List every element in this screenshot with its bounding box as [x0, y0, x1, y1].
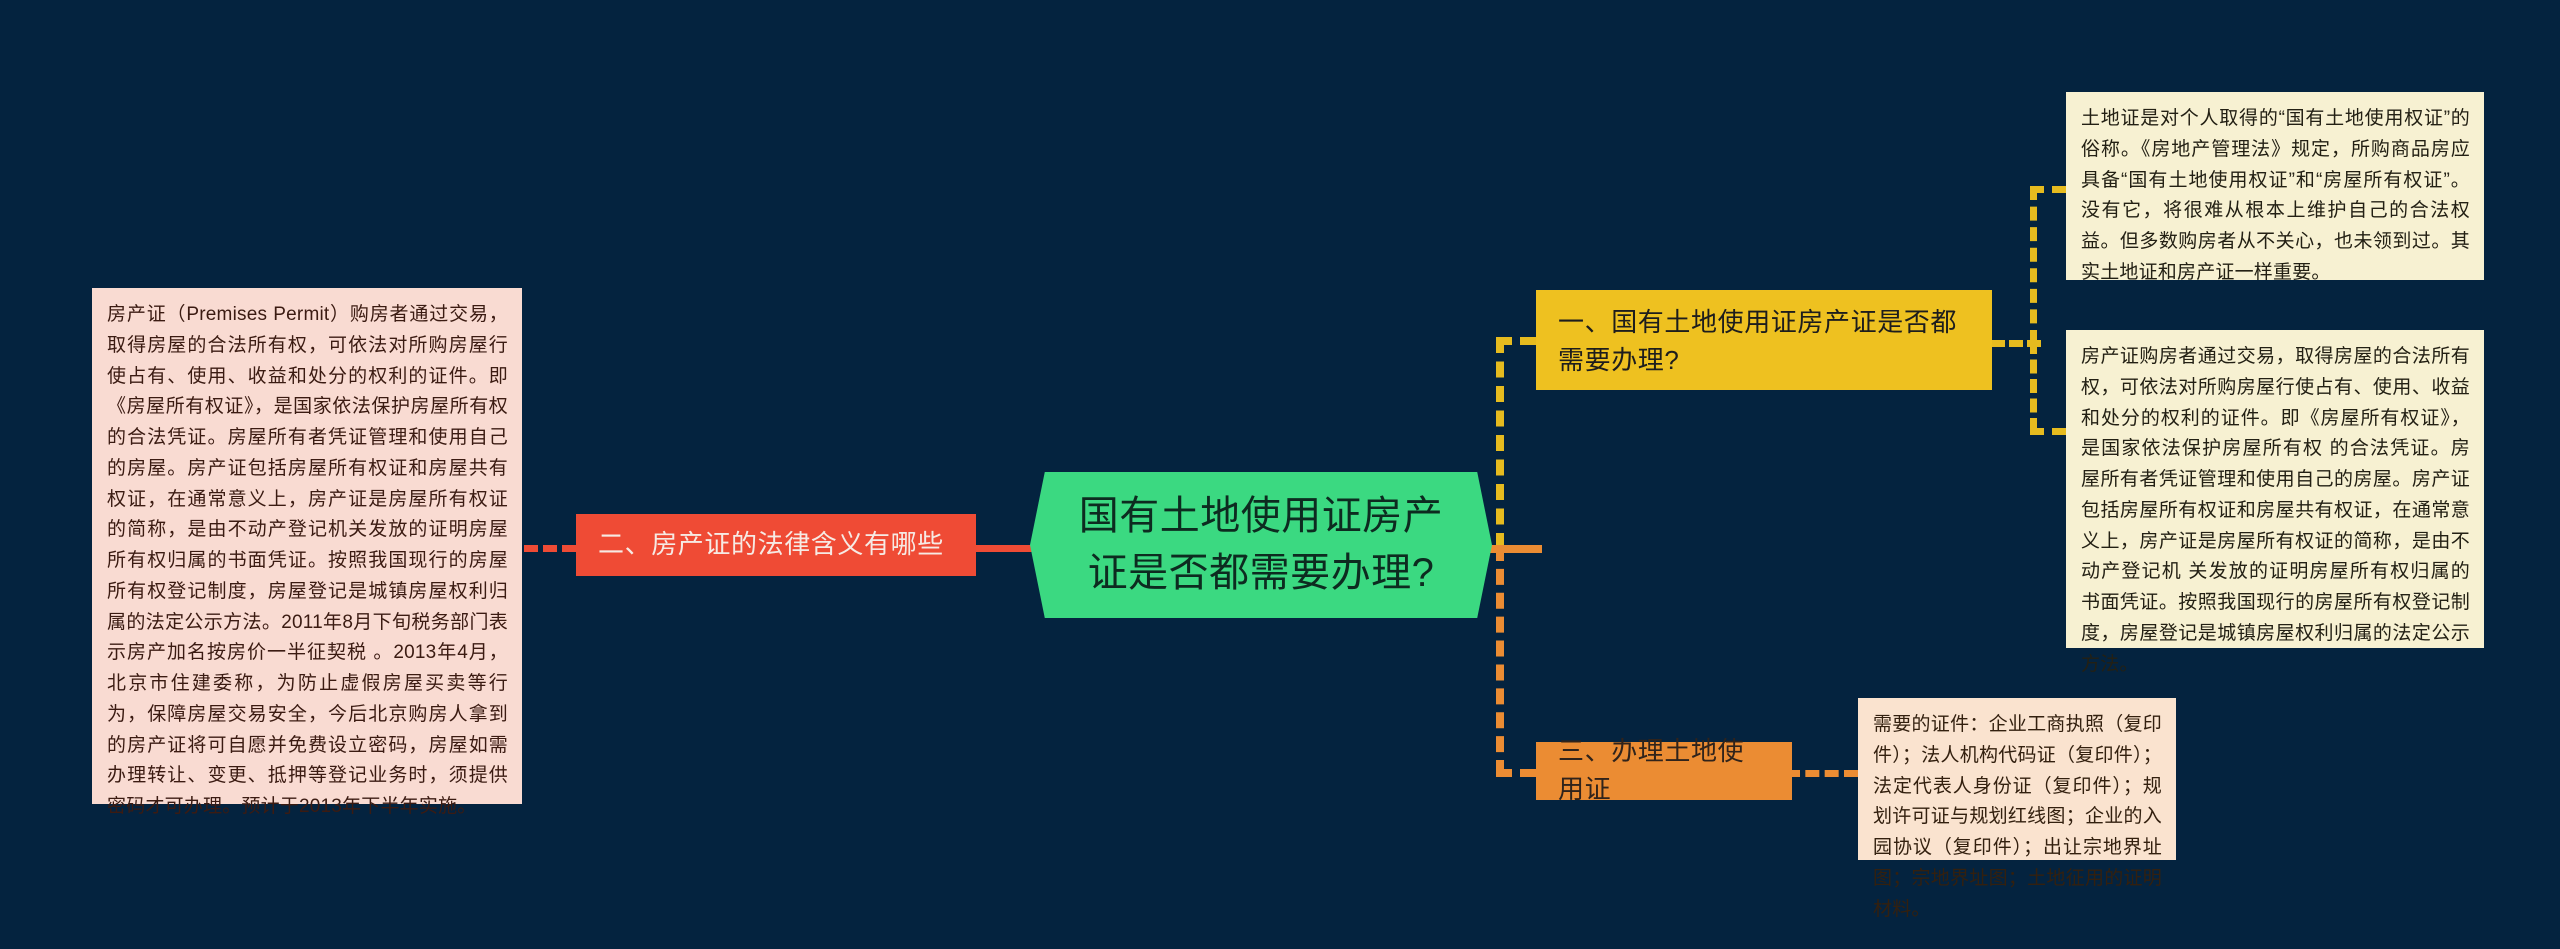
leaf-box-branch-1-a-text: 土地证是对个人取得的“国有土地使用权证”的俗称。《房地产管理法》规定，所购商品房… [2081, 108, 2470, 283]
central-node-label: 国有土地使用证房产证是否都需要办理? [1078, 494, 1444, 595]
connector-junction-to-branch-1-vertical [1496, 337, 1504, 549]
connector-center-to-branch-2 [972, 545, 1034, 552]
branch-node-2[interactable]: 二、房产证的法律含义有哪些 [576, 514, 976, 576]
leaf-box-branch-1-b-text: 房产证购房者通过交易，取得房屋的合法所有权，可依法对所购房屋行使占有、使用、收益… [2081, 346, 2470, 675]
branch-node-3-label: 三、办理土地使用证 [1558, 736, 1745, 804]
leaf-box-branch-1-b[interactable]: 房产证购房者通过交易，取得房屋的合法所有权，可依法对所购房屋行使占有、使用、收益… [2066, 330, 2484, 675]
branch-node-1[interactable]: 一、国有土地使用证房产证是否都需要办理? [1536, 290, 1992, 390]
branch-node-1-label: 一、国有土地使用证房产证是否都需要办理? [1558, 307, 1958, 375]
connector-branch-1-to-leaf-1 [2030, 186, 2066, 193]
leaf-box-branch-1-a[interactable]: 土地证是对个人取得的“国有土地使用权证”的俗称。《房地产管理法》规定，所购商品房… [2066, 92, 2484, 283]
branch-node-2-label: 二、房产证的法律含义有哪些 [598, 529, 944, 560]
branch-node-3[interactable]: 三、办理土地使用证 [1536, 736, 1792, 804]
connector-branch-1-stub [1991, 340, 2041, 347]
connector-junction-to-branch-1-horizontal [1496, 337, 1536, 345]
connector-branch-1-vertical-lower [2030, 340, 2037, 432]
leaf-box-branch-3[interactable]: 需要的证件：企业工商执照（复印件）；法人机构代码证（复印件）；法定代表人身份证（… [1858, 698, 2176, 920]
leaf-box-branch-2[interactable]: 房产证（Premises Permit）购房者通过交易，取得房屋的合法所有权，可… [92, 288, 522, 817]
connector-branch-3-to-leaf [1786, 770, 1858, 777]
connector-junction-to-branch-3-vertical [1496, 545, 1504, 776]
leaf-box-branch-3-text: 需要的证件：企业工商执照（复印件）；法人机构代码证（复印件）；法定代表人身份证（… [1873, 714, 2162, 920]
central-node[interactable]: 国有土地使用证房产证是否都需要办理? [1030, 472, 1492, 618]
connector-branch-2-to-leaf [524, 545, 576, 552]
connector-branch-1-vertical [2030, 186, 2037, 344]
connector-branch-1-to-leaf-2 [2030, 428, 2066, 435]
connector-junction-to-branch-3-horizontal [1496, 769, 1536, 777]
connector-center-junction [1486, 545, 1542, 553]
leaf-box-branch-2-text: 房产证（Premises Permit）购房者通过交易，取得房屋的合法所有权，可… [107, 304, 508, 818]
